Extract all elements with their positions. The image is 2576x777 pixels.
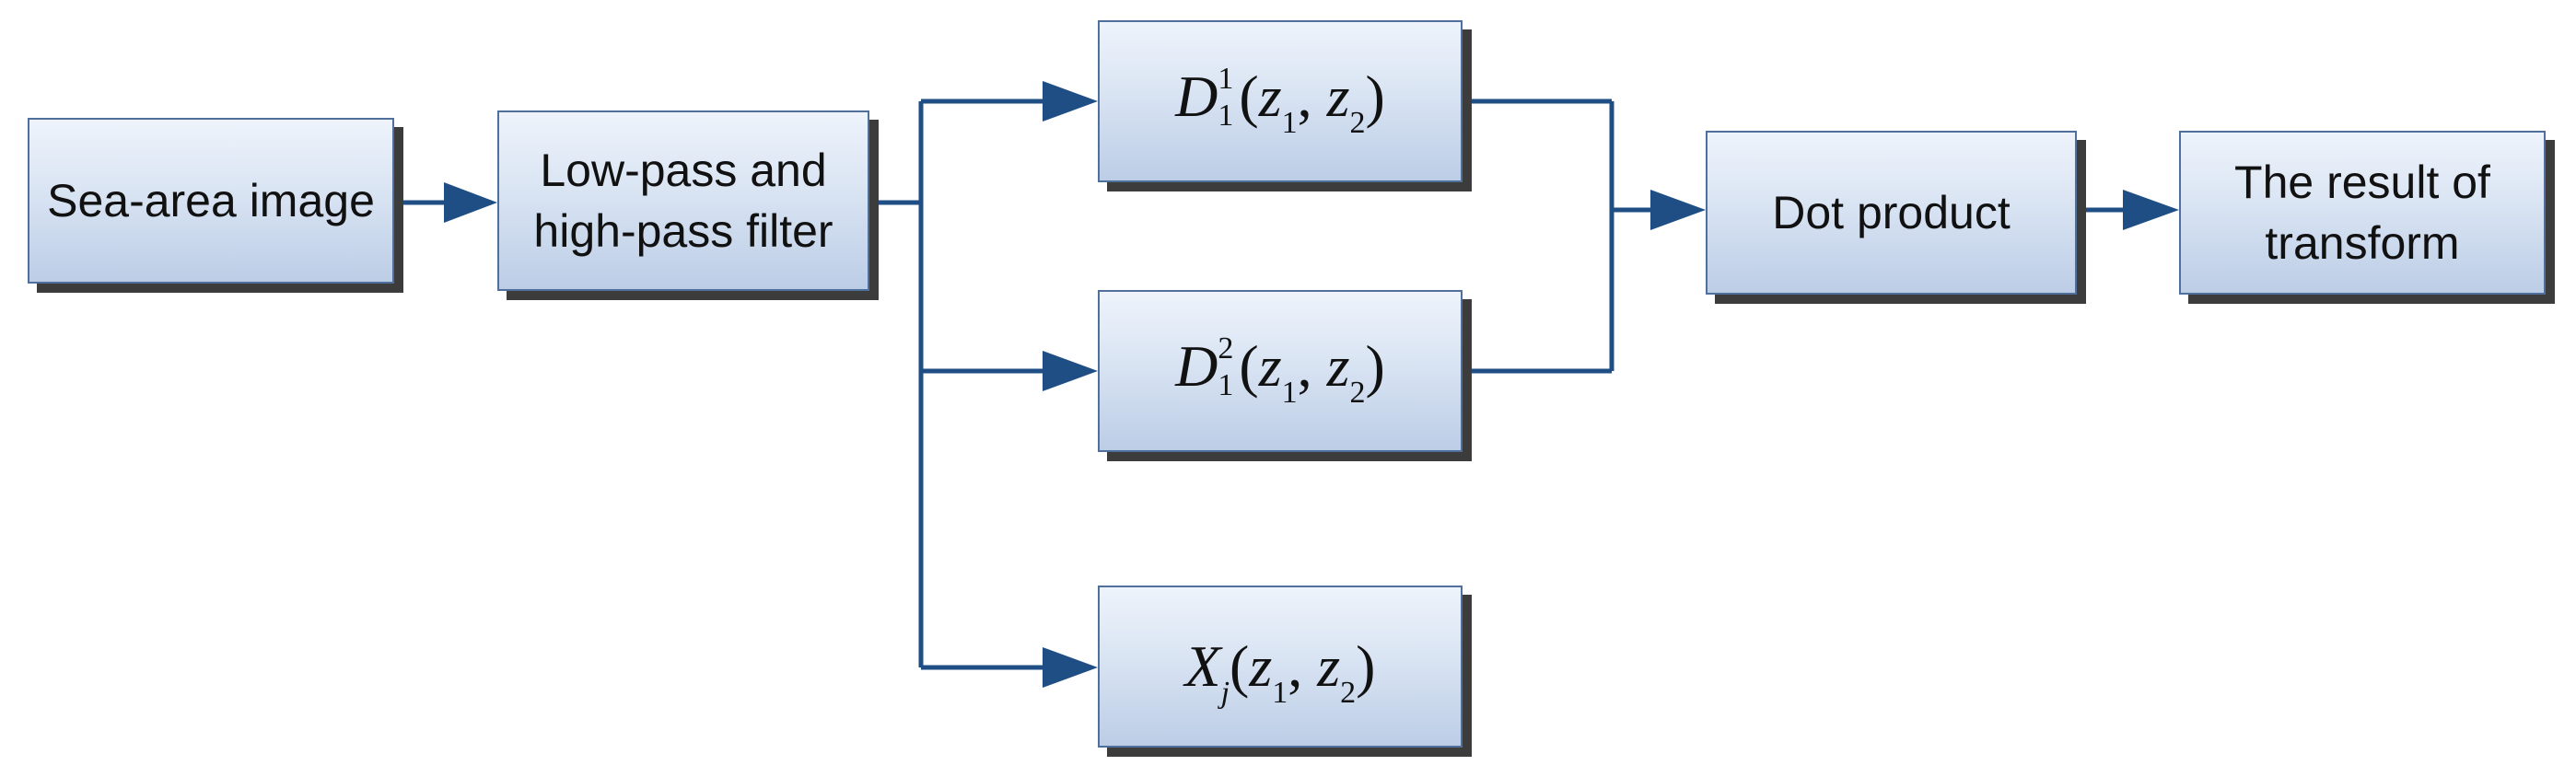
d2-arg1-var: z <box>1258 333 1282 400</box>
result-box: The result of transform <box>2179 131 2546 295</box>
d2-subscript: 1 <box>1218 367 1234 402</box>
arrowhead-to-xj <box>1043 647 1098 688</box>
d2-superscript: 2 <box>1218 331 1234 365</box>
sea-area-image-label: Sea-area image <box>47 175 375 226</box>
d1-base: D <box>1175 64 1218 130</box>
arrowhead-to-d2 <box>1043 351 1098 391</box>
filter-box: Low-pass and high-pass filter <box>497 110 869 291</box>
d1-subscript: 1 <box>1218 98 1234 133</box>
d1-arg2-var: z <box>1326 64 1350 130</box>
xj-arg2-var: z <box>1317 633 1341 699</box>
xj-formula: Xj(z1, z2) <box>1184 633 1376 710</box>
dot-product-label: Dot product <box>1772 187 2011 238</box>
sea-area-image-box: Sea-area image <box>28 118 394 284</box>
xj-arg1-var: z <box>1249 633 1273 699</box>
result-label: The result of transform <box>2234 157 2490 269</box>
d1-arg1-var: z <box>1258 64 1282 130</box>
arrowhead-to-dot-product <box>1650 190 1706 230</box>
arrowhead-to-result <box>2123 190 2179 230</box>
arrowhead-image-to-filter <box>444 182 497 223</box>
d1-superscript: 1 <box>1218 61 1234 96</box>
xj-box: Xj(z1, z2) <box>1098 586 1463 748</box>
d2-arg2-var: z <box>1326 333 1350 400</box>
d2-base: D <box>1175 333 1218 400</box>
arrowhead-to-d1 <box>1043 81 1098 122</box>
xj-base: X <box>1184 633 1221 699</box>
dot-product-box: Dot product <box>1706 131 2077 295</box>
filter-label: Low-pass and high-pass filter <box>533 145 833 257</box>
